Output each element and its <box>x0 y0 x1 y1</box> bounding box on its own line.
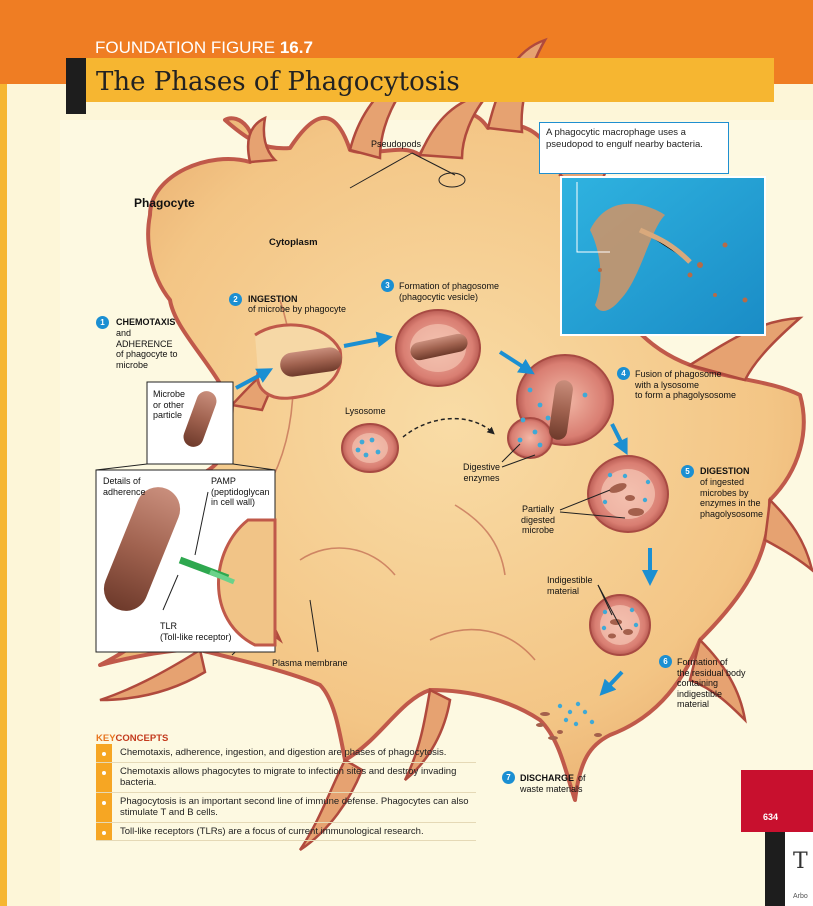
step-2-badge: 2 <box>229 293 242 306</box>
step-1-text: and ADHERENCE of phagocyte to microbe <box>116 328 178 370</box>
phagocyte-label: Phagocyte <box>134 196 195 210</box>
step-1-title: CHEMOTAXIS <box>116 317 175 328</box>
step-7-badge: 7 <box>502 771 515 784</box>
key-concept-item: Chemotaxis, adherence, ingestion, and di… <box>96 744 476 763</box>
step-5-title: DIGESTION <box>700 466 750 477</box>
key-concepts-head-1: KEY <box>96 733 116 744</box>
step-4-text: Fusion of phagosome with a lysosome to f… <box>635 369 736 401</box>
photo-caption: A phagocytic macrophage uses a pseudopod… <box>539 122 729 174</box>
key-concept-item: Toll-like receptors (TLRs) are a focus o… <box>96 823 476 842</box>
key-concepts-list: Chemotaxis, adherence, ingestion, and di… <box>96 744 476 841</box>
key-concept-item: Chemotaxis allows phagocytes to migrate … <box>96 763 476 793</box>
next-page-title-fragment: T <box>793 850 808 874</box>
step-7-text: of waste materials <box>520 773 586 794</box>
figure-number: 16.7 <box>280 38 313 57</box>
next-page-number: 634 <box>763 812 778 822</box>
title-bar-edge <box>66 58 86 114</box>
step-2-text: of microbe by phagocyte <box>248 304 346 315</box>
digestive-enzymes-label: Digestive enzymes <box>463 462 500 483</box>
lysosome-label: Lysosome <box>345 406 386 417</box>
plasma-membrane-label: Plasma membrane <box>272 658 348 669</box>
step-6-text: Formation of the residual body containin… <box>677 657 746 710</box>
pamp-label: PAMP (peptidoglycan in cell wall) <box>211 476 270 508</box>
cytoplasm-label: Cytoplasm <box>269 238 318 249</box>
macrophage-photo <box>561 177 765 335</box>
step-2-title: INGESTION <box>248 294 298 305</box>
kicker-text: FOUNDATION FIGURE <box>95 38 275 57</box>
partially-digested-label: Partially digested microbe <box>521 504 555 536</box>
next-page-author-fragment: Arbo <box>793 893 808 901</box>
key-concepts-heading: KEYCONCEPTS <box>96 733 168 744</box>
title-bar: The Phases of Phagocytosis <box>66 58 774 102</box>
key-concept-item: Phagocytosis is an important second line… <box>96 793 476 823</box>
step-1-badge: 1 <box>96 316 109 329</box>
figure-title: The Phases of Phagocytosis <box>96 67 460 97</box>
step-5-text: of ingested microbes by enzymes in the p… <box>700 477 763 519</box>
figure-kicker: FOUNDATION FIGURE 16.7 <box>95 38 313 58</box>
step-3-badge: 3 <box>381 279 394 292</box>
details-label: Details of adherence <box>103 476 146 497</box>
step-5-badge: 5 <box>681 465 694 478</box>
step-4-badge: 4 <box>617 367 630 380</box>
microbe-label: Microbe or other particle <box>153 389 185 421</box>
step-3-text: Formation of phagosome (phagocytic vesic… <box>399 281 499 302</box>
pseudopods-label: Pseudopods <box>371 139 421 150</box>
key-concepts-head-2: CONCEPTS <box>116 733 169 744</box>
tlr-label: TLR (Toll-like receptor) <box>160 621 232 642</box>
indigestible-label: Indigestible material <box>547 575 593 596</box>
step-6-badge: 6 <box>659 655 672 668</box>
